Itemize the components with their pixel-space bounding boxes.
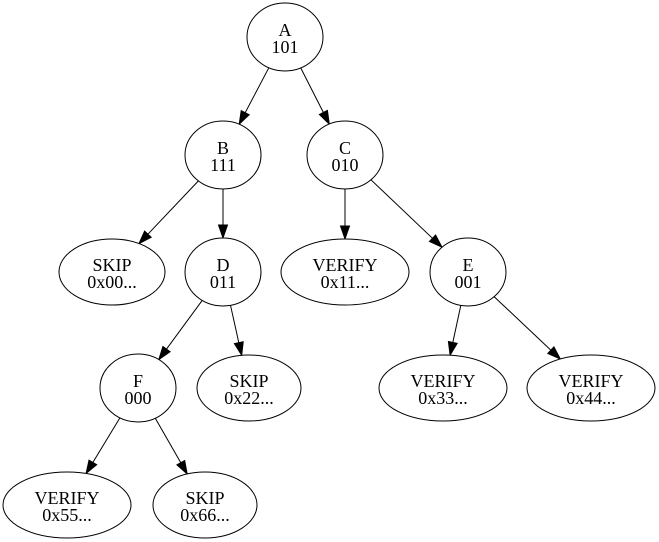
edge-line <box>92 417 121 463</box>
node-label-line2: 0x11... <box>321 272 370 292</box>
node-label-line1: SKIP <box>229 371 268 391</box>
edge-line <box>154 418 182 463</box>
node-shape <box>526 354 656 422</box>
node-label-line2: 0x66... <box>180 505 230 525</box>
node-shape <box>58 238 166 306</box>
edge-arrowhead <box>339 225 351 241</box>
edge-c-e <box>370 179 444 249</box>
edge-arrowhead <box>318 109 330 126</box>
node-shape <box>2 471 132 539</box>
node-label-line2: 001 <box>455 272 482 292</box>
edge-d-f <box>157 300 203 361</box>
node-label-line2: 0x00... <box>87 272 137 292</box>
node-label-line2: 101 <box>272 37 299 57</box>
edge-b-d <box>217 189 229 240</box>
edge-a-b <box>238 67 270 126</box>
node-shape <box>280 238 410 306</box>
edge-arrowhead <box>85 459 98 475</box>
edge-c-verify-0x11 <box>339 189 351 241</box>
edge-line <box>493 296 552 351</box>
edge-f-skip-0x66 <box>154 418 188 476</box>
node-shape <box>184 120 262 190</box>
node-verify-0x33: VERIFY0x33... <box>378 354 508 422</box>
node-verify-0x55: VERIFY0x55... <box>2 471 132 539</box>
edge-e-verify-0x44 <box>493 296 562 361</box>
edge-line <box>370 179 433 239</box>
node-label-line2: 010 <box>332 155 359 175</box>
node-shape <box>306 120 384 190</box>
node-label-line2: 011 <box>210 272 236 292</box>
edge-arrowhead <box>447 340 458 357</box>
edge-line <box>166 300 203 350</box>
node-label-line1: VERIFY <box>312 255 377 275</box>
edge-d-skip-0x22 <box>230 305 244 357</box>
node-label-line1: VERIFY <box>34 488 99 508</box>
edge-arrowhead <box>428 234 444 249</box>
node-label-line1: A <box>279 20 292 40</box>
edge-arrowhead <box>233 341 244 357</box>
node-label-line2: 0x44... <box>566 388 616 408</box>
node-label-line2: 000 <box>125 388 152 408</box>
edge-line <box>230 305 240 343</box>
node-label-line2: 0x55... <box>42 505 92 525</box>
edge-line <box>244 67 270 113</box>
node-label-line1: SKIP <box>185 488 224 508</box>
edge-arrowhead <box>137 230 153 245</box>
node-label-line1: C <box>339 138 351 158</box>
edge-arrowhead <box>176 459 188 476</box>
node-shape <box>184 237 262 307</box>
node-label-line1: SKIP <box>92 255 131 275</box>
node-skip-0x22: SKIP0x22... <box>196 354 302 422</box>
node-shape <box>152 471 258 539</box>
node-label-line1: B <box>217 138 229 158</box>
node-verify-0x11: VERIFY0x11... <box>280 238 410 306</box>
node-label-line1: VERIFY <box>410 371 475 391</box>
node-shape <box>99 353 177 423</box>
edge-line <box>300 67 324 113</box>
node-label-line2: 0x33... <box>418 388 468 408</box>
node-label-line1: D <box>217 255 230 275</box>
node-skip-0x00: SKIP0x00... <box>58 238 166 306</box>
edge-arrowhead <box>157 345 171 361</box>
node-shape <box>246 2 324 72</box>
edge-f-verify-0x55 <box>85 417 121 475</box>
edge-b-skip-0x00 <box>137 180 199 245</box>
edge-line <box>452 305 462 343</box>
node-label-line1: F <box>133 371 143 391</box>
edge-arrowhead <box>546 346 562 361</box>
node-verify-0x44: VERIFY0x44... <box>526 354 656 422</box>
edge-arrowhead <box>217 224 229 240</box>
node-shape <box>429 237 507 307</box>
edge-line <box>147 180 199 235</box>
node-label-line1: VERIFY <box>558 371 623 391</box>
node-shape <box>196 354 302 422</box>
edge-arrowhead <box>238 109 251 126</box>
node-shape <box>378 354 508 422</box>
node-label-line2: 0x22... <box>224 388 274 408</box>
node-label-line1: E <box>463 255 474 275</box>
node-label-line2: 111 <box>210 155 236 175</box>
edge-e-verify-0x33 <box>447 305 462 357</box>
edge-a-c <box>300 67 330 126</box>
node-skip-0x66: SKIP0x66... <box>152 471 258 539</box>
